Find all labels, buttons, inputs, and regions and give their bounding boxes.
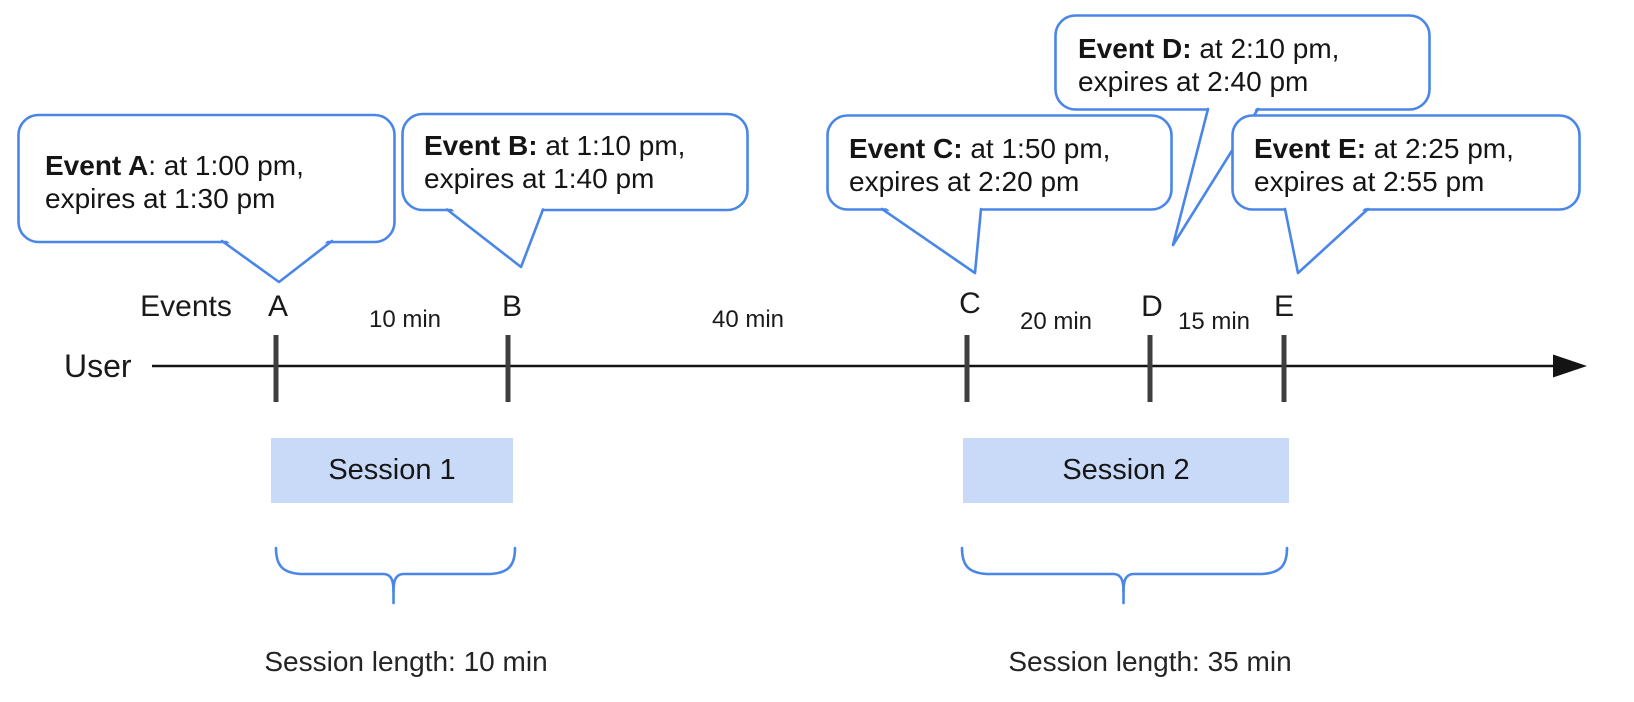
session-1-length-label: Session length: 10 min <box>264 646 548 677</box>
event-a-time: : at 1:00 pm, <box>148 150 304 181</box>
event-a-bubble: Event A: at 1:00 pm, expires at 1:30 pm <box>45 149 304 215</box>
tick-c <box>964 335 970 402</box>
event-b-bubble-shape <box>401 112 749 269</box>
tick-label-d: D <box>1141 290 1163 323</box>
session-2-box: Session 2 <box>963 438 1289 503</box>
event-d-time: at 2:10 pm, <box>1191 33 1340 64</box>
event-a-line1: Event A: at 1:00 pm, <box>45 149 304 182</box>
events-row-label: Events <box>140 290 232 323</box>
event-c-name: Event C: <box>849 133 963 164</box>
gap-label-a-b: 10 min <box>368 306 442 333</box>
event-b-name: Event B: <box>424 130 538 161</box>
gap-label-d-e: 15 min <box>1177 308 1251 335</box>
event-c-line1: Event C: at 1:50 pm, <box>849 132 1110 165</box>
event-b-line1: Event B: at 1:10 pm, <box>424 129 685 162</box>
tick-d <box>1147 335 1153 402</box>
timeline-axis <box>152 354 1587 378</box>
event-e-bubble: Event E: at 2:25 pm, expires at 2:55 pm <box>1254 132 1514 198</box>
tick-label-c: C <box>959 287 981 320</box>
tick-label-a: A <box>267 290 289 323</box>
event-e-line1: Event E: at 2:25 pm, <box>1254 132 1514 165</box>
session-1-label: Session 1 <box>328 454 456 486</box>
event-e-bubble-shape <box>1231 114 1581 275</box>
event-d-expiry: expires at 2:40 pm <box>1078 66 1309 97</box>
event-b-bubble: Event B: at 1:10 pm, expires at 1:40 pm <box>424 129 685 195</box>
event-d-bubble-shape <box>1054 14 1431 247</box>
session-2-brace <box>960 546 1289 605</box>
session-2-length-label: Session length: 35 min <box>1008 646 1292 677</box>
tick-b <box>505 335 511 402</box>
user-axis-label: User <box>64 348 132 384</box>
event-c-time: at 1:50 pm, <box>962 133 1111 164</box>
arrowhead-icon <box>1553 354 1587 378</box>
event-b-expiry: expires at 1:40 pm <box>424 163 655 194</box>
event-e-time: at 2:25 pm, <box>1366 133 1514 164</box>
event-c-bubble-shape <box>826 114 1173 275</box>
gap-label-b-c: 40 min <box>711 306 785 333</box>
event-c-expiry: expires at 2:20 pm <box>849 166 1080 197</box>
tick-label-e: E <box>1273 290 1295 323</box>
event-e-expiry: expires at 2:55 pm <box>1254 166 1485 197</box>
event-a-expiry: expires at 1:30 pm <box>45 183 276 214</box>
session-1-brace <box>274 546 517 605</box>
event-d-bubble: Event D: at 2:10 pm, expires at 2:40 pm <box>1078 32 1339 98</box>
session-1-box: Session 1 <box>271 438 513 503</box>
event-e-name: Event E: <box>1254 133 1367 164</box>
event-d-line1: Event D: at 2:10 pm, <box>1078 32 1339 65</box>
event-c-bubble: Event C: at 1:50 pm, expires at 2:20 pm <box>849 132 1110 198</box>
tick-label-b: B <box>501 290 523 323</box>
event-b-time: at 1:10 pm, <box>537 130 686 161</box>
tick-a <box>273 335 279 402</box>
event-a-bubble-shape <box>17 113 396 284</box>
event-d-name: Event D: <box>1078 33 1192 64</box>
tick-e <box>1281 335 1287 402</box>
event-a-name: Event A <box>45 150 149 181</box>
session-2-label: Session 2 <box>1062 454 1190 486</box>
gap-label-c-d: 20 min <box>1019 308 1093 335</box>
